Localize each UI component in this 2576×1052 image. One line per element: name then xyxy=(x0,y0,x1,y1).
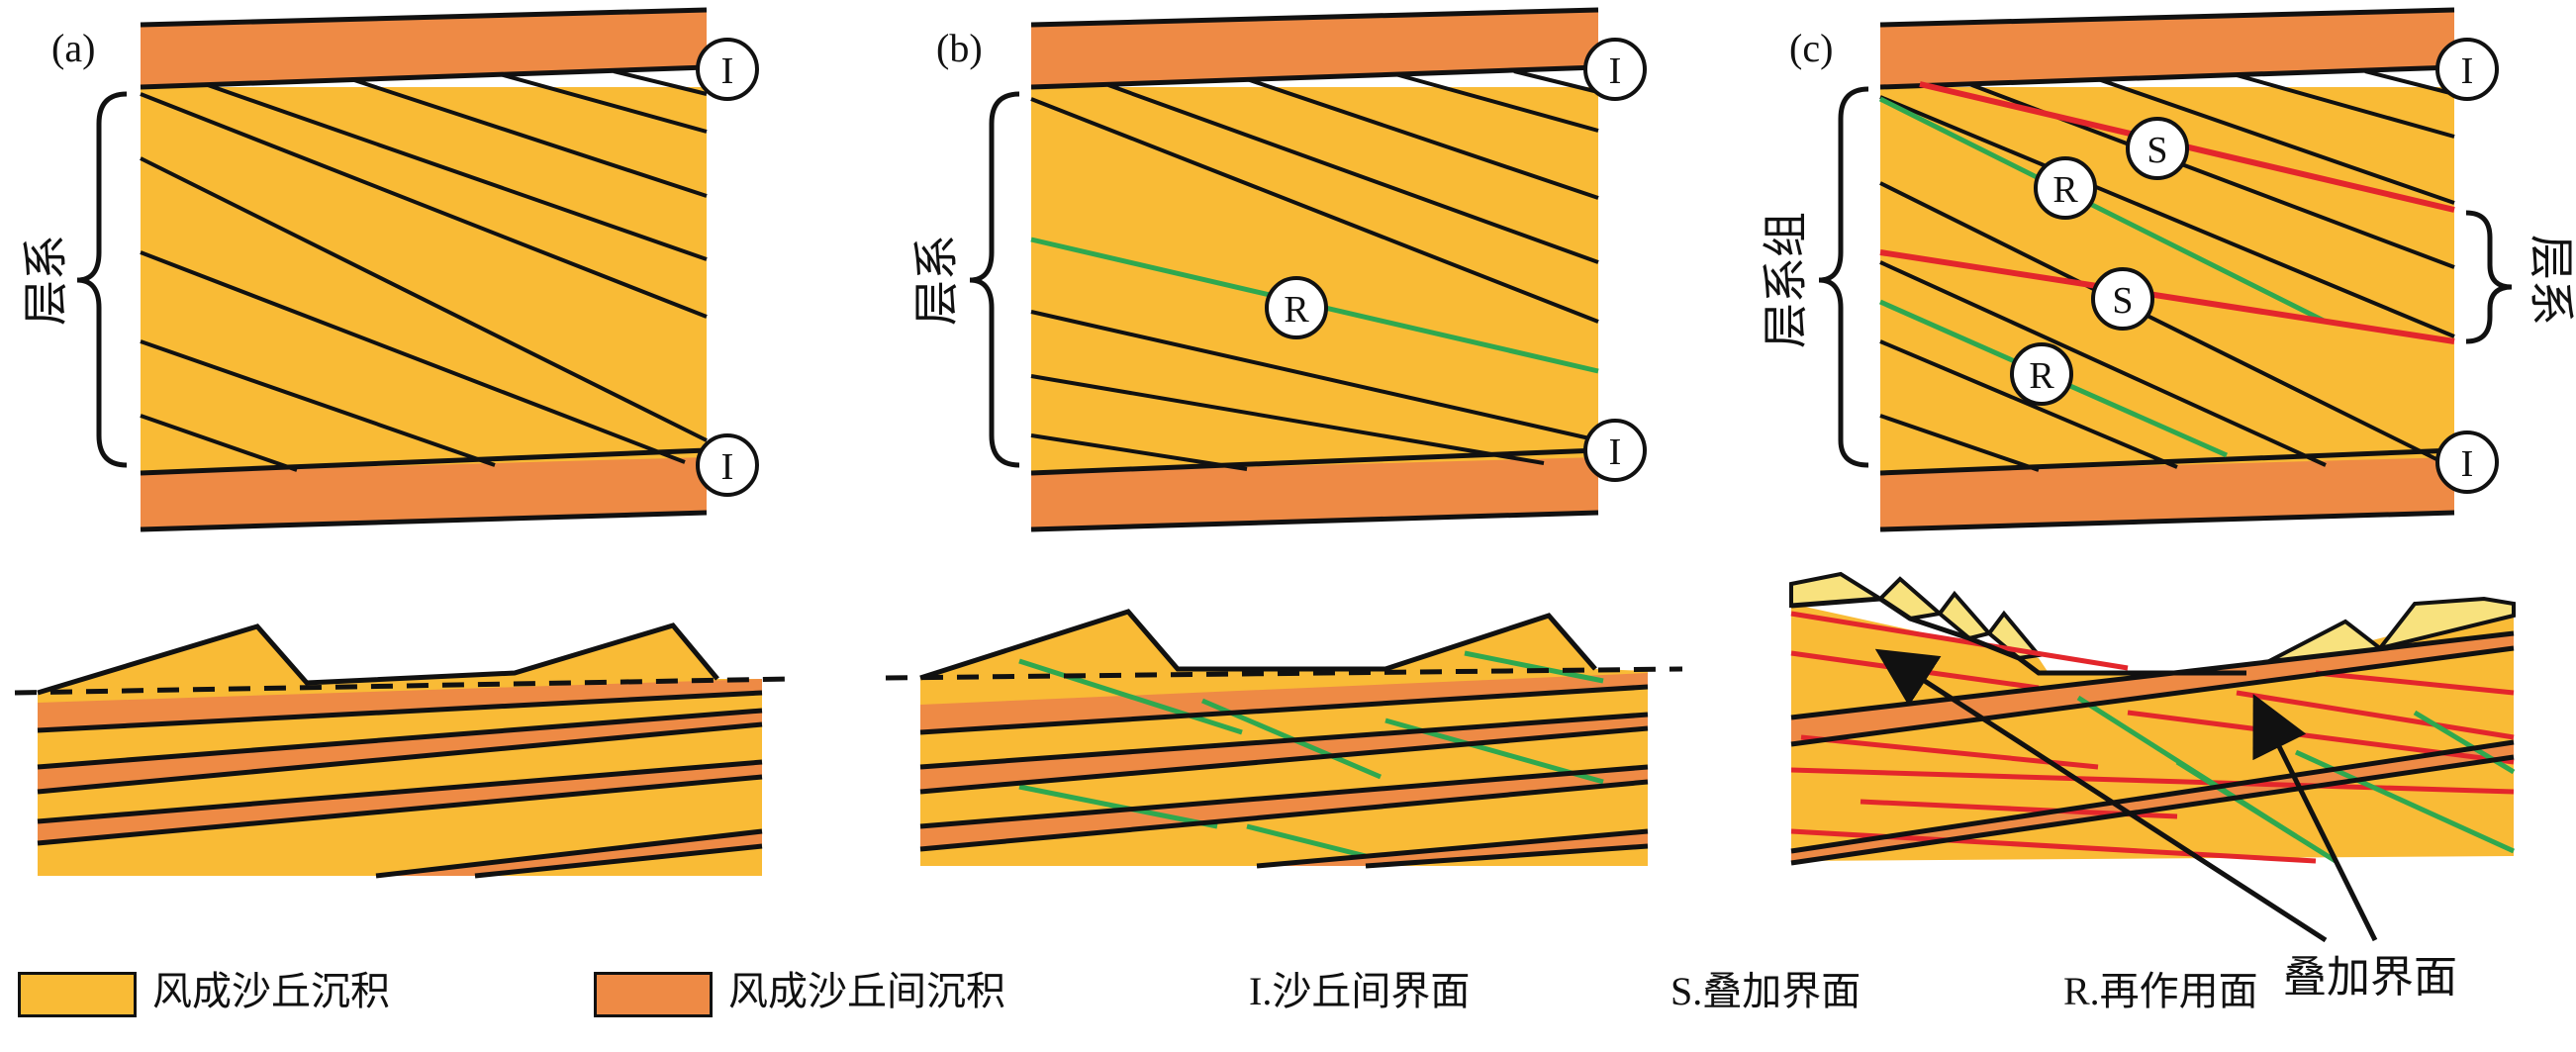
markers: I I I I I I R S R S R xyxy=(696,38,2499,497)
annotation-arrows xyxy=(1874,648,2378,943)
marker-i-b-bottom: I xyxy=(1583,419,1647,482)
dune-deposit xyxy=(141,87,707,473)
svg-text:I: I xyxy=(1609,431,1622,473)
legend-label-dune: 风成沙丘沉积 xyxy=(152,969,390,1013)
panel-b-block xyxy=(1030,7,1599,532)
interdune-layer-bottom xyxy=(141,457,707,529)
braces xyxy=(76,86,2513,468)
legend-swatch-dune xyxy=(18,972,137,1017)
section-c xyxy=(1789,571,2516,866)
legend-label-reactivation-surface: R.再作用面 xyxy=(2063,969,2258,1013)
marker-i-c-top: I xyxy=(2435,38,2499,101)
cross-beds xyxy=(1879,7,2455,532)
dune-profile xyxy=(37,622,719,696)
section-a xyxy=(14,622,793,879)
bracket-label-c-right: 层系 xyxy=(2526,235,2576,326)
arrow-to-lower-surface xyxy=(2252,694,2378,942)
interdune-layer-bottom xyxy=(1031,457,1598,529)
arrow-to-upper-surface xyxy=(1874,648,2328,943)
interdune-layer-top xyxy=(1031,10,1598,89)
panel-label-c: (c) xyxy=(1789,26,1833,70)
marker-s-c-upper: S xyxy=(2126,117,2189,180)
bracket-label-b: 层系 xyxy=(911,235,962,326)
marker-r-c-upper: R xyxy=(2034,156,2097,220)
bracket-label-c-left: 层系组 xyxy=(1761,212,1811,348)
bracket-label-a: 层系 xyxy=(21,235,71,326)
panel-label-b: (b) xyxy=(936,26,983,70)
cross-beds xyxy=(1030,7,1599,532)
panel-c-block xyxy=(1878,7,2455,532)
panel-label-a: (a) xyxy=(51,26,95,70)
brace-left-a xyxy=(76,91,128,468)
datum-dashed-line xyxy=(14,676,793,696)
svg-text:I: I xyxy=(721,446,734,488)
legend-label-interdune: 风成沙丘间沉积 xyxy=(728,969,1005,1013)
panel-a-block xyxy=(140,7,708,532)
marker-s-c-lower: S xyxy=(2091,267,2154,331)
svg-text:I: I xyxy=(2461,50,2474,92)
interdune-layer-bottom xyxy=(1880,457,2454,529)
marker-i-a-bottom: I xyxy=(696,433,759,497)
marker-r-b: R xyxy=(1265,276,1328,339)
svg-text:S: S xyxy=(2112,280,2133,322)
annotation-label: 叠加界面 xyxy=(2283,953,2457,1002)
dune-deposit xyxy=(1031,87,1598,473)
svg-text:I: I xyxy=(1609,50,1622,92)
interdune-bands xyxy=(1791,633,2514,863)
brace-right-c xyxy=(2465,210,2513,344)
cross-beds xyxy=(140,7,708,532)
marker-i-c-bottom: I xyxy=(2435,430,2499,494)
marker-r-c-lower: R xyxy=(2010,342,2073,406)
legend-label-interdune-surface: I.沙丘间界面 xyxy=(1249,969,1471,1013)
erosion-surface xyxy=(1790,596,2246,676)
legend-label-superposition-surface: S.叠加界面 xyxy=(1670,969,1861,1013)
svg-text:R: R xyxy=(2052,169,2078,211)
brace-left-c xyxy=(1818,86,1869,468)
svg-text:I: I xyxy=(2461,443,2474,485)
marker-i-b-top: I xyxy=(1583,38,1647,101)
datum-dashed-line xyxy=(885,666,1683,681)
svg-text:I: I xyxy=(721,50,734,92)
interdune-layer-top xyxy=(1880,10,2454,89)
legend-swatch-interdune xyxy=(594,972,713,1017)
svg-text:S: S xyxy=(2147,130,2167,171)
interdune-layer-top xyxy=(141,10,707,89)
svg-text:R: R xyxy=(1284,289,1309,331)
brace-left-b xyxy=(969,91,1020,468)
marker-i-a-top: I xyxy=(696,38,759,101)
section-b xyxy=(885,609,1683,869)
svg-text:R: R xyxy=(2029,355,2054,397)
dune-profile xyxy=(919,609,1597,681)
